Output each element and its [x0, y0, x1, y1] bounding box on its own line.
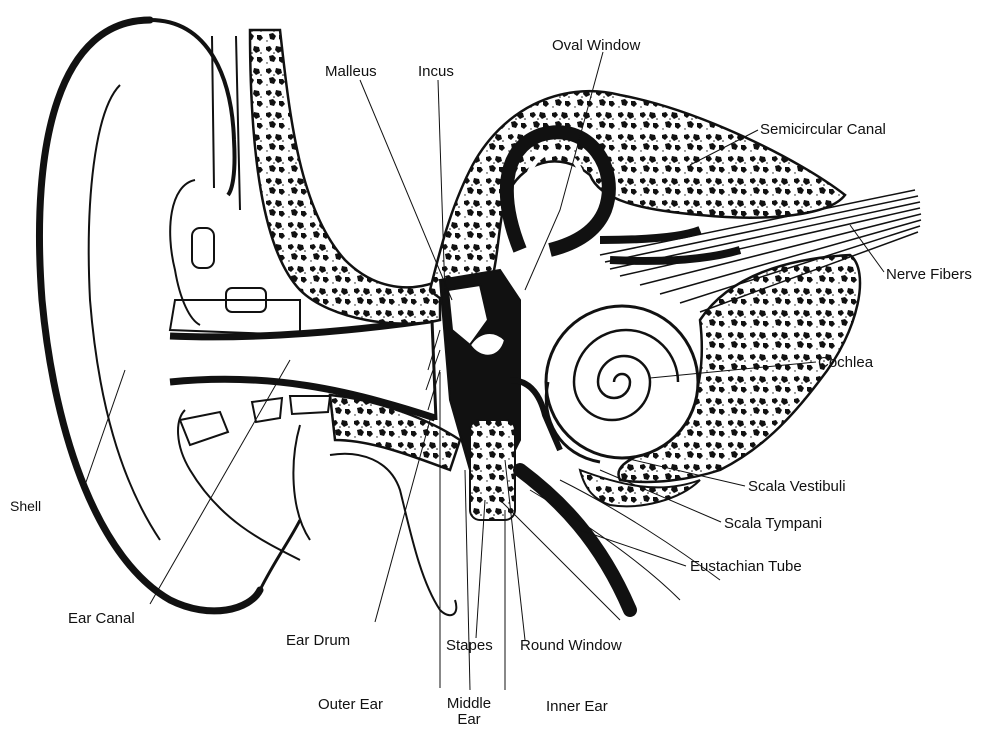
label-middle-ear-line1: Middle: [440, 696, 498, 712]
label-cochlea: Cochlea: [818, 354, 873, 372]
label-inner-ear: Inner Ear: [546, 698, 608, 716]
label-oval-window: Oval Window: [552, 37, 640, 55]
label-middle-ear-line2: Ear: [440, 712, 498, 728]
leader-malleus: [360, 80, 452, 300]
label-eustachian-tube: Eustachian Tube: [690, 558, 802, 576]
label-semicircular-canal: Semicircular Canal: [760, 121, 886, 139]
label-malleus: Malleus: [325, 63, 377, 81]
label-ear-canal: Ear Canal: [68, 610, 135, 628]
label-shell: Shell: [10, 497, 41, 515]
leader-ear-canal: [150, 360, 290, 604]
label-scala-tympani: Scala Tympani: [724, 515, 822, 533]
label-round-window: Round Window: [520, 637, 622, 655]
label-scala-vestibuli: Scala Vestibuli: [748, 478, 846, 496]
label-middle-ear: Middle Ear: [440, 696, 498, 728]
label-outer-ear: Outer Ear: [318, 696, 383, 714]
label-incus: Incus: [418, 63, 454, 81]
leader-shell: [85, 370, 125, 485]
label-nerve-fibers: Nerve Fibers: [886, 266, 972, 284]
label-stapes: Stapes: [446, 637, 493, 655]
label-ear-drum: Ear Drum: [286, 632, 350, 650]
